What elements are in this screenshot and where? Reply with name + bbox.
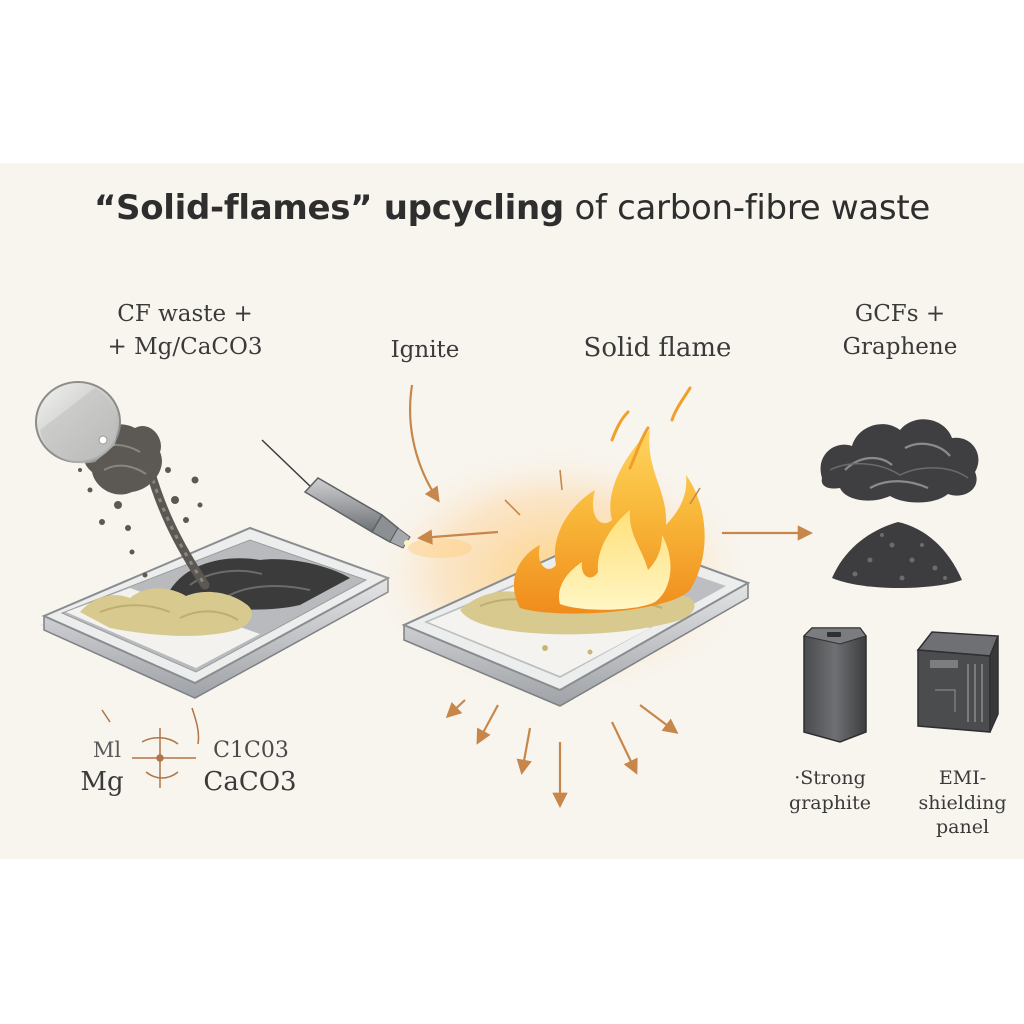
reaction-scheme-mark — [101, 707, 200, 788]
emi-label-line2: shielding — [918, 791, 1007, 814]
graphite-label-line1: ·Strong — [794, 767, 866, 789]
tray-left — [40, 465, 391, 699]
step3-label: GCFs + Graphene — [800, 298, 1000, 365]
title-regular: of carbon-fibre waste — [574, 188, 930, 228]
torch — [261, 439, 472, 558]
emi-panel — [916, 631, 1000, 733]
ignite-arrow — [409, 384, 440, 503]
reagent-mg: Mg — [80, 767, 124, 797]
pouring-container — [35, 381, 162, 495]
diagram-title: “Solid-flames” upcycling of carbon-fibre… — [0, 188, 1024, 228]
step1-label-line2: + Mg/CaCO3 — [107, 334, 263, 361]
emi-label-line3: panel — [935, 816, 990, 839]
falling-particles — [78, 467, 203, 578]
step1-label: CF waste + + Mg/CaCO3 — [55, 298, 315, 365]
torch-arrow — [416, 529, 499, 545]
emi-label-line1: EMI- — [938, 767, 987, 789]
gcf-powder-pile — [832, 522, 962, 588]
process-arrows — [409, 384, 814, 809]
graphite-label-line2: graphite — [789, 791, 871, 814]
reagent-caco3: CaCO3 — [203, 767, 297, 797]
title-bold: “Solid-flames” upcycling — [94, 188, 564, 228]
solid-flame-label: Solid flame — [583, 333, 732, 363]
graphene-cloud — [820, 419, 979, 503]
ignite-label: Ignite — [390, 337, 460, 363]
step3-label-line2: Graphene — [842, 334, 958, 361]
step1-label-line1: CF waste + — [117, 301, 253, 327]
product-graphite-label: ·Strong graphite — [775, 766, 885, 815]
step3-label-line1: GCFs + — [854, 301, 946, 327]
reagent-right-top: C1C03 — [213, 738, 289, 763]
graphite-block — [803, 627, 867, 743]
solid-flame — [513, 386, 705, 614]
product-emi-label: EMI- shielding panel — [905, 766, 1020, 840]
reagent-left-top: Ml — [92, 738, 122, 762]
